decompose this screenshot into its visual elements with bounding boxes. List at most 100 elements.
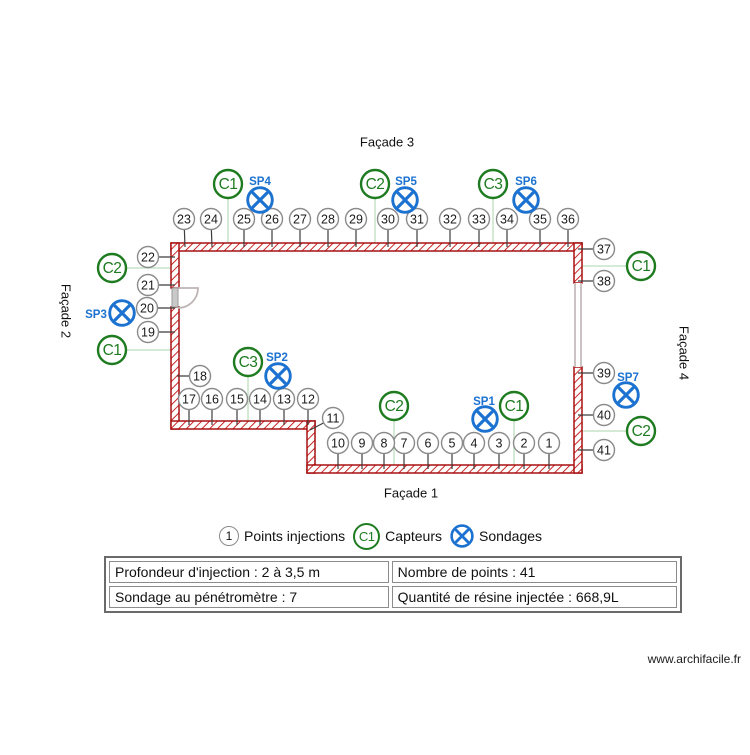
injection-point-number: 37 xyxy=(597,242,611,256)
sondage-x-mark xyxy=(517,191,535,209)
injection-point-2: 2 xyxy=(512,431,536,455)
sondage-legend-icon xyxy=(450,524,474,548)
facade-label-4: Façade 4 xyxy=(676,325,692,381)
injection-point-circle xyxy=(495,207,519,231)
injection-point-number: 13 xyxy=(277,392,291,406)
sondage-sp3: SP3 xyxy=(85,299,136,327)
injection-point-number: 29 xyxy=(349,212,363,226)
injection-point-number: 41 xyxy=(597,443,611,457)
window-opening xyxy=(574,283,582,367)
injection-point-26: 26 xyxy=(260,207,284,231)
capteur-label: C2 xyxy=(385,398,404,415)
injection-point-9: 9 xyxy=(350,431,374,455)
facade-label-2: Façade 2 xyxy=(58,283,74,339)
injection-point-circle xyxy=(316,207,340,231)
injection-point-circle xyxy=(350,431,374,455)
table-cell-nombre-points: Nombre de points : 41 xyxy=(391,561,677,583)
table-cell-profondeur: Profondeur d'injection : 2 à 3,5 m xyxy=(109,561,389,583)
injection-point-number: 18 xyxy=(193,369,207,383)
injection-point-number: 6 xyxy=(425,436,432,450)
injection-point-number: 22 xyxy=(141,250,155,264)
injection-point-number: 35 xyxy=(533,212,547,226)
facade-label-3: Façade 3 xyxy=(359,134,415,150)
capteur-circle xyxy=(477,168,509,200)
wall-facade1-bottom xyxy=(306,464,583,474)
injection-point-number: 26 xyxy=(265,212,279,226)
wall-facade2-lower xyxy=(170,306,180,430)
capteur-circle xyxy=(96,252,128,284)
watermark: www.archifacile.fr xyxy=(647,652,741,666)
capteur-label: C1 xyxy=(505,398,524,415)
injection-point-circle xyxy=(136,245,160,269)
sondage-sp6: SP6 xyxy=(512,176,540,214)
injection-point-30: 30 xyxy=(376,207,400,231)
legend: 1 Points injections C1 Capteurs Sondages xyxy=(219,521,545,551)
injection-point-circle xyxy=(592,438,616,462)
injection-point-circle xyxy=(416,431,440,455)
injection-point-number: 2 xyxy=(521,436,528,450)
injection-point-circle xyxy=(248,387,272,411)
injection-point-circle xyxy=(225,387,249,411)
injection-point-circle xyxy=(376,207,400,231)
injection-point-15: 15 xyxy=(225,387,249,411)
sondage-sp2: SP2 xyxy=(264,352,292,390)
capteur-c1-9: C1 xyxy=(498,390,530,422)
injection-point-number: 34 xyxy=(500,212,514,226)
injection-point-circle xyxy=(326,431,350,455)
wall-facade3-top xyxy=(170,242,583,252)
injection-point-number: 11 xyxy=(327,411,340,425)
injection-point-circle xyxy=(592,269,616,293)
injection-point-32: 32 xyxy=(438,207,462,231)
injection-point-number: 12 xyxy=(301,392,315,406)
capteur-legend-icon: C1 xyxy=(353,522,381,550)
injection-point-circle xyxy=(344,207,368,231)
injection-point-28: 28 xyxy=(316,207,340,231)
sondage-label: SP7 xyxy=(617,372,639,384)
sondage-sp5: SP5 xyxy=(391,176,419,214)
capteur-label: C2 xyxy=(632,423,651,440)
injection-point-21: 21 xyxy=(136,273,160,297)
injection-point-33: 33 xyxy=(467,207,491,231)
injection-point-number: 21 xyxy=(141,278,155,292)
wall-facade4-lower xyxy=(573,366,583,474)
sondage-sp4: SP4 xyxy=(246,176,274,214)
injection-point-number: 19 xyxy=(141,325,155,339)
injection-point-36: 36 xyxy=(556,207,580,231)
injection-point-number: 5 xyxy=(449,436,456,450)
capteur-label: C1 xyxy=(219,176,238,193)
capteur-circle xyxy=(625,250,657,282)
capteur-label: C2 xyxy=(103,260,122,277)
injection-point-number: 39 xyxy=(597,366,611,380)
sondage-label: SP1 xyxy=(473,396,495,408)
injection-point-number: 40 xyxy=(597,408,611,422)
injection-point-circle xyxy=(512,431,536,455)
injection-point-circle xyxy=(172,207,196,231)
injection-point-number: 4 xyxy=(471,436,478,450)
capteur-c1-4: C1 xyxy=(96,334,128,366)
injection-point-circle xyxy=(487,431,511,455)
injection-point-circle xyxy=(272,387,296,411)
sondage-label: SP2 xyxy=(266,352,288,364)
injection-point-35: 35 xyxy=(528,207,552,231)
summary-table: Profondeur d'injection : 2 à 3,5 m Nombr… xyxy=(104,556,682,613)
injection-point-number: 8 xyxy=(381,436,388,450)
sondage-label: SP3 xyxy=(85,309,107,321)
injection-point-circle xyxy=(528,207,552,231)
injection-point-number: 16 xyxy=(205,392,219,406)
injection-point-number: 20 xyxy=(140,301,154,315)
injection-point-number: 36 xyxy=(561,212,575,226)
injection-point-6: 6 xyxy=(416,431,440,455)
injection-point-13: 13 xyxy=(272,387,296,411)
injection-point-1: 1 xyxy=(537,431,561,455)
injection-point-circle xyxy=(440,431,464,455)
legend-label-capteurs: Capteurs xyxy=(385,528,442,544)
injection-point-circle xyxy=(199,207,223,231)
capteur-c1-5: C1 xyxy=(625,250,657,282)
wall-notch-horizontal xyxy=(170,420,316,430)
capteur-circle xyxy=(232,346,264,378)
capteur-c2-3: C2 xyxy=(96,252,128,284)
capteur-circle xyxy=(359,168,391,200)
sondage-x-mark xyxy=(269,367,287,385)
